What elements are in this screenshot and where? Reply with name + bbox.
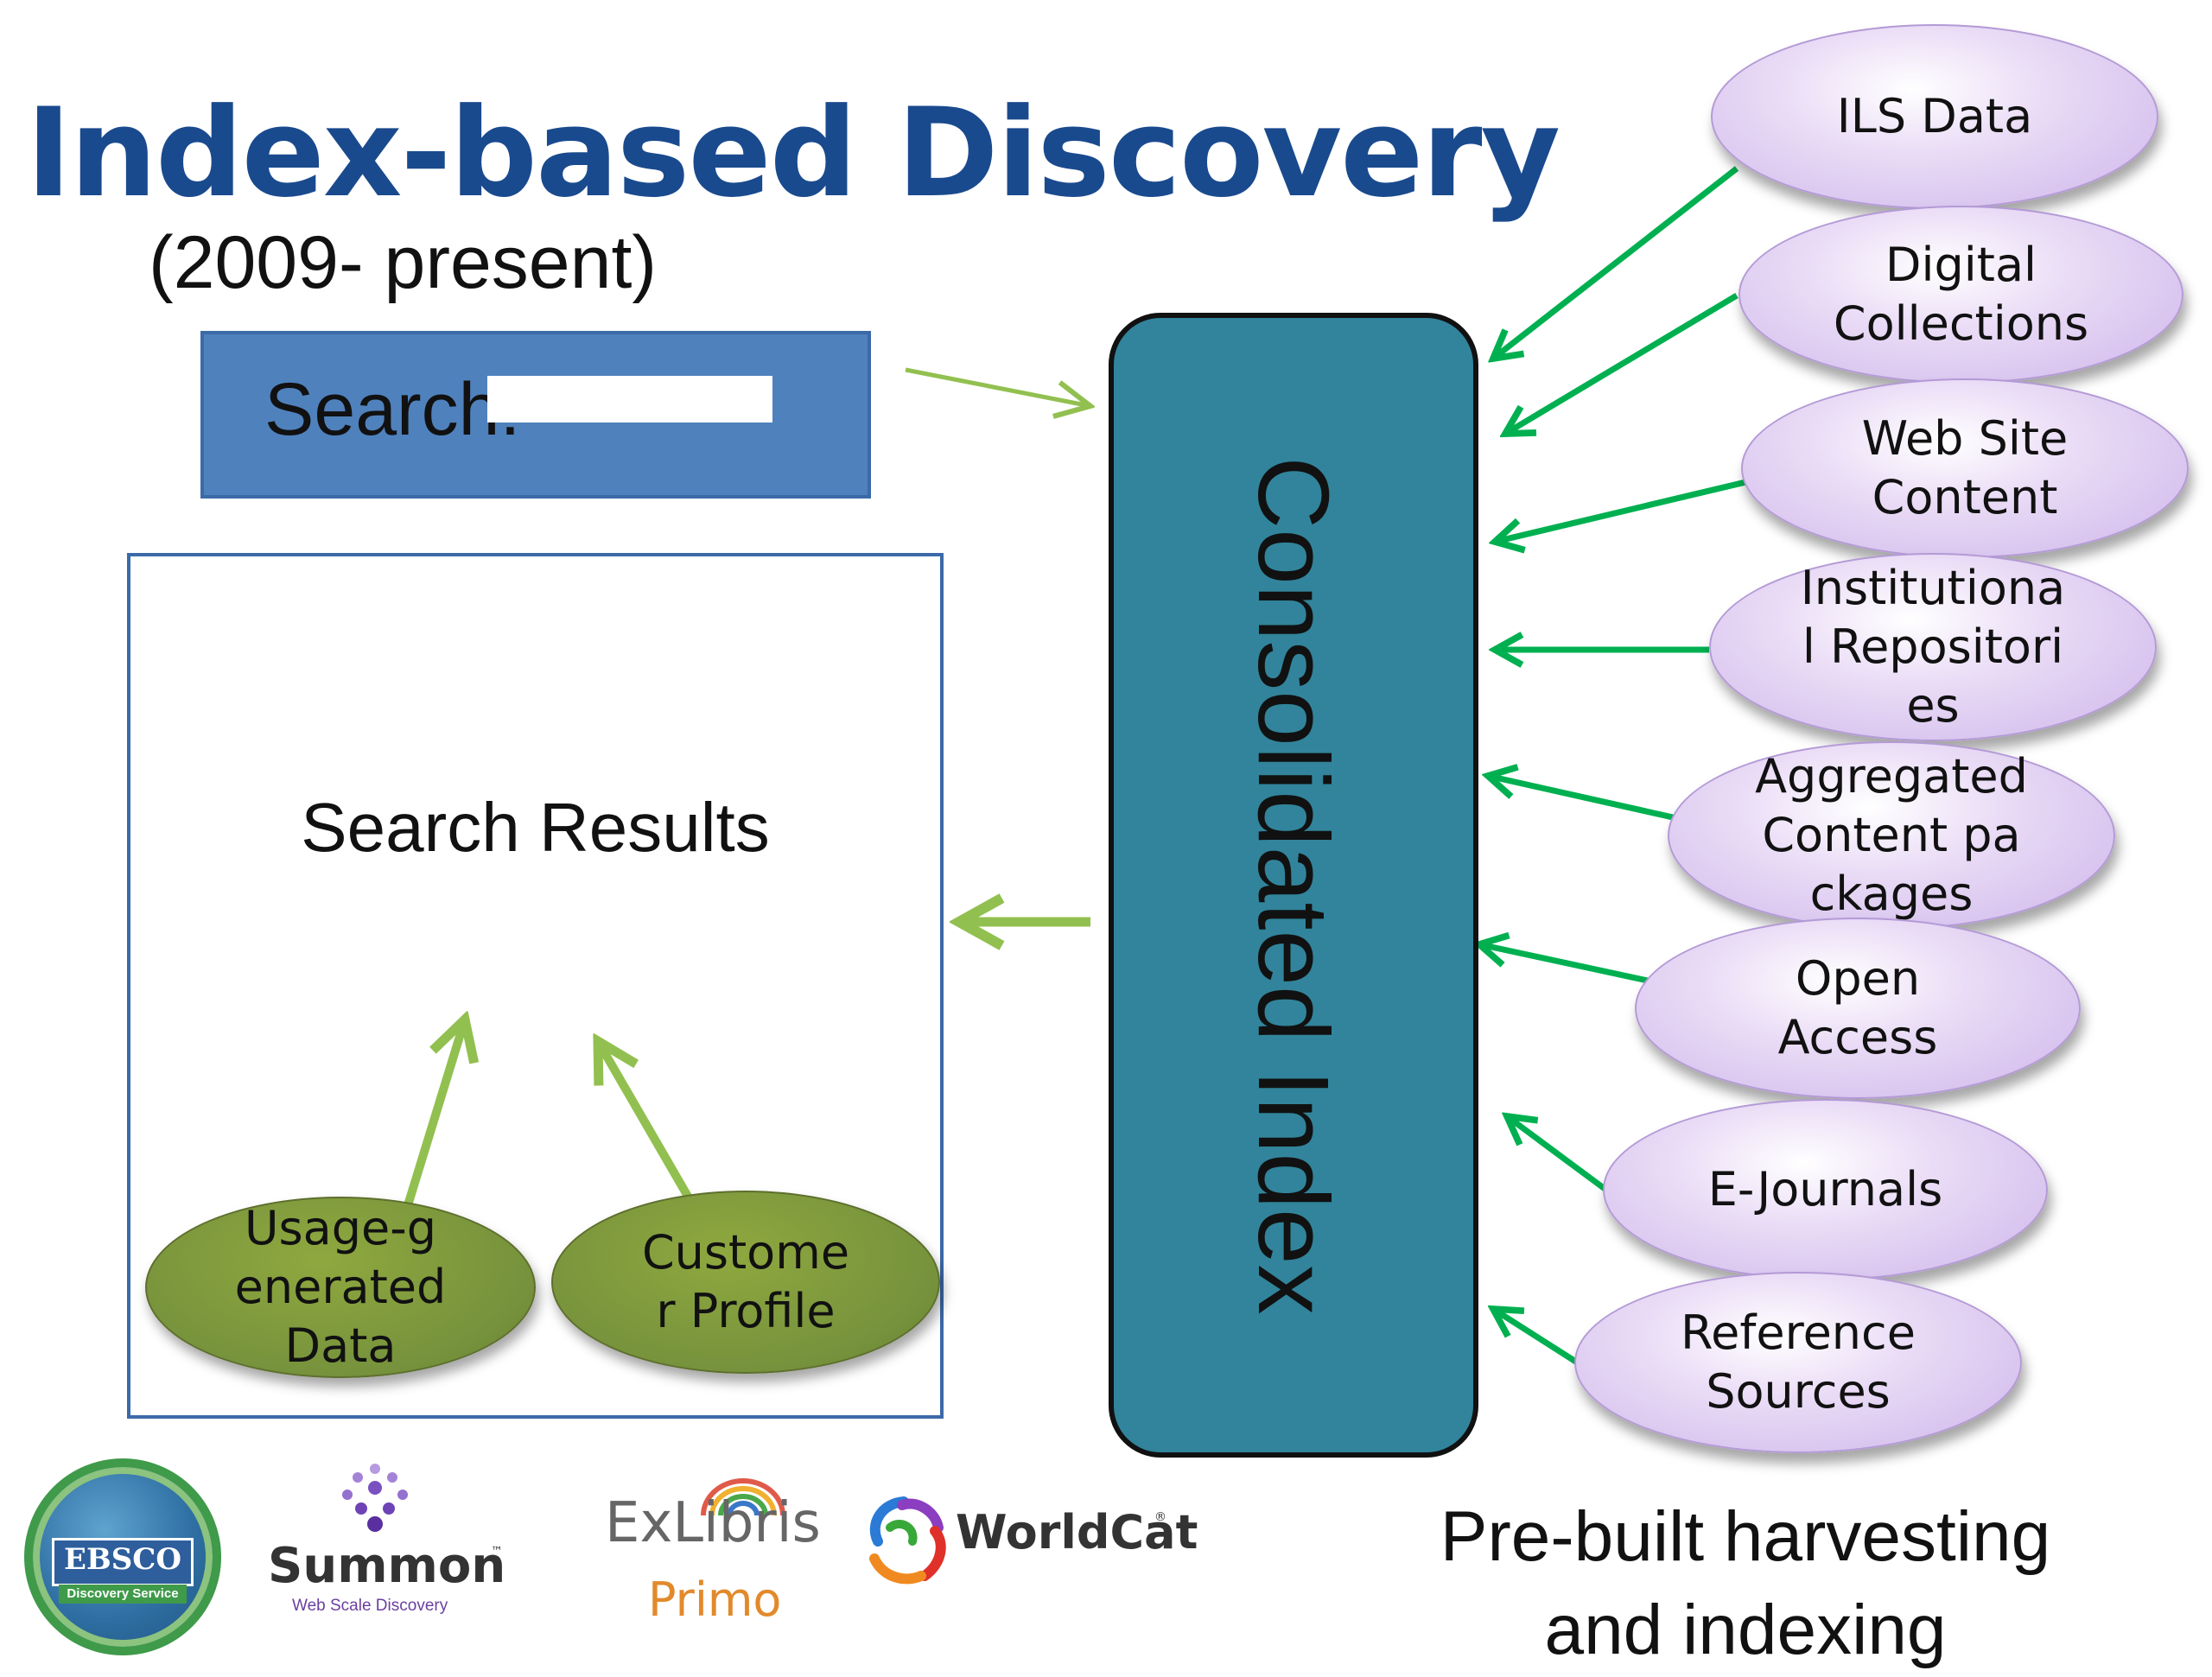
search-results-title: Search Results — [301, 789, 770, 866]
arrow-digital-to-index — [1505, 292, 1738, 434]
source-label: Aggregated Content packages — [1755, 749, 2028, 921]
arrow-search-to-index — [905, 367, 1090, 406]
summon-dots-icon — [342, 1464, 408, 1532]
source-e-journals: E-Journals — [1603, 1099, 2048, 1280]
primo-name: Primo — [648, 1572, 782, 1627]
search-input[interactable] — [487, 376, 772, 422]
arrow-aggregated-to-index — [1488, 776, 1681, 823]
arrow-usage-to-results — [404, 1020, 465, 1207]
factor-label: Customer Profile — [641, 1225, 850, 1338]
source-label: E-Journals — [1707, 1162, 1943, 1216]
source-label: Open Access — [1777, 951, 1938, 1064]
worldcat-swirl-icon — [869, 1496, 946, 1585]
harvesting-caption: Pre-built harvesting and indexing — [1440, 1497, 2051, 1669]
worldcat-name: WorldCat — [956, 1505, 1198, 1559]
summon-trademark: ™ — [491, 1545, 503, 1559]
source-label: Web Site Content — [1861, 411, 2069, 524]
source-reference-sources: Reference Sources — [1574, 1272, 2022, 1453]
exlibris-name: ExLibris — [605, 1491, 821, 1555]
source-ils-data: ILS Data — [1711, 24, 2158, 209]
search-label: Search: — [264, 368, 521, 451]
source-web-site-content: Web Site Content — [1741, 378, 2189, 558]
source-aggregated-content: Aggregated Content packages — [1668, 741, 2115, 930]
summon-tagline: Web Scale Discovery — [292, 1597, 448, 1615]
ebsco-name: EBSCO — [64, 1542, 181, 1577]
arrow-openaccess-to-index — [1479, 944, 1669, 988]
arrow-profile-to-results — [598, 1041, 697, 1208]
source-digital-collections: Digital Collections — [1738, 206, 2183, 384]
factor-customer-profile: Customer Profile — [551, 1191, 940, 1374]
source-label: ILS Data — [1836, 89, 2033, 143]
consolidated-index-box: Consolidated Index — [1109, 313, 1478, 1458]
slide-title: Index-based Discovery — [26, 82, 1560, 225]
source-institutional-repositories: Institutional Repositories — [1709, 553, 2157, 741]
arrow-ejournals-to-index — [1507, 1116, 1610, 1193]
ebsco-logo: EBSCO Discovery Service — [24, 1458, 221, 1655]
slide-subtitle: (2009- present) — [149, 221, 657, 304]
factor-usage-generated-data: Usage-generated Data — [145, 1197, 536, 1378]
ebsco-tagline: Discovery Service — [59, 1585, 187, 1604]
search-box: Search: — [200, 331, 871, 499]
source-label: Reference Sources — [1681, 1305, 1916, 1419]
arrow-ils-to-index — [1493, 166, 1739, 359]
source-open-access: Open Access — [1635, 918, 2081, 1099]
ebsco-name-plate: EBSCO — [52, 1538, 194, 1586]
summon-name: Summon — [268, 1538, 506, 1594]
arrow-reference-to-index — [1493, 1309, 1583, 1368]
consolidated-index-label: Consolidated Index — [1237, 455, 1350, 1315]
factor-label: Usage-generated Data — [234, 1201, 447, 1373]
exlibris-arc-icon — [701, 1478, 785, 1516]
worldcat-registered: ® — [1154, 1510, 1166, 1524]
source-label: Digital Collections — [1833, 238, 2089, 351]
source-label: Institutional Repositories — [1800, 561, 2066, 733]
